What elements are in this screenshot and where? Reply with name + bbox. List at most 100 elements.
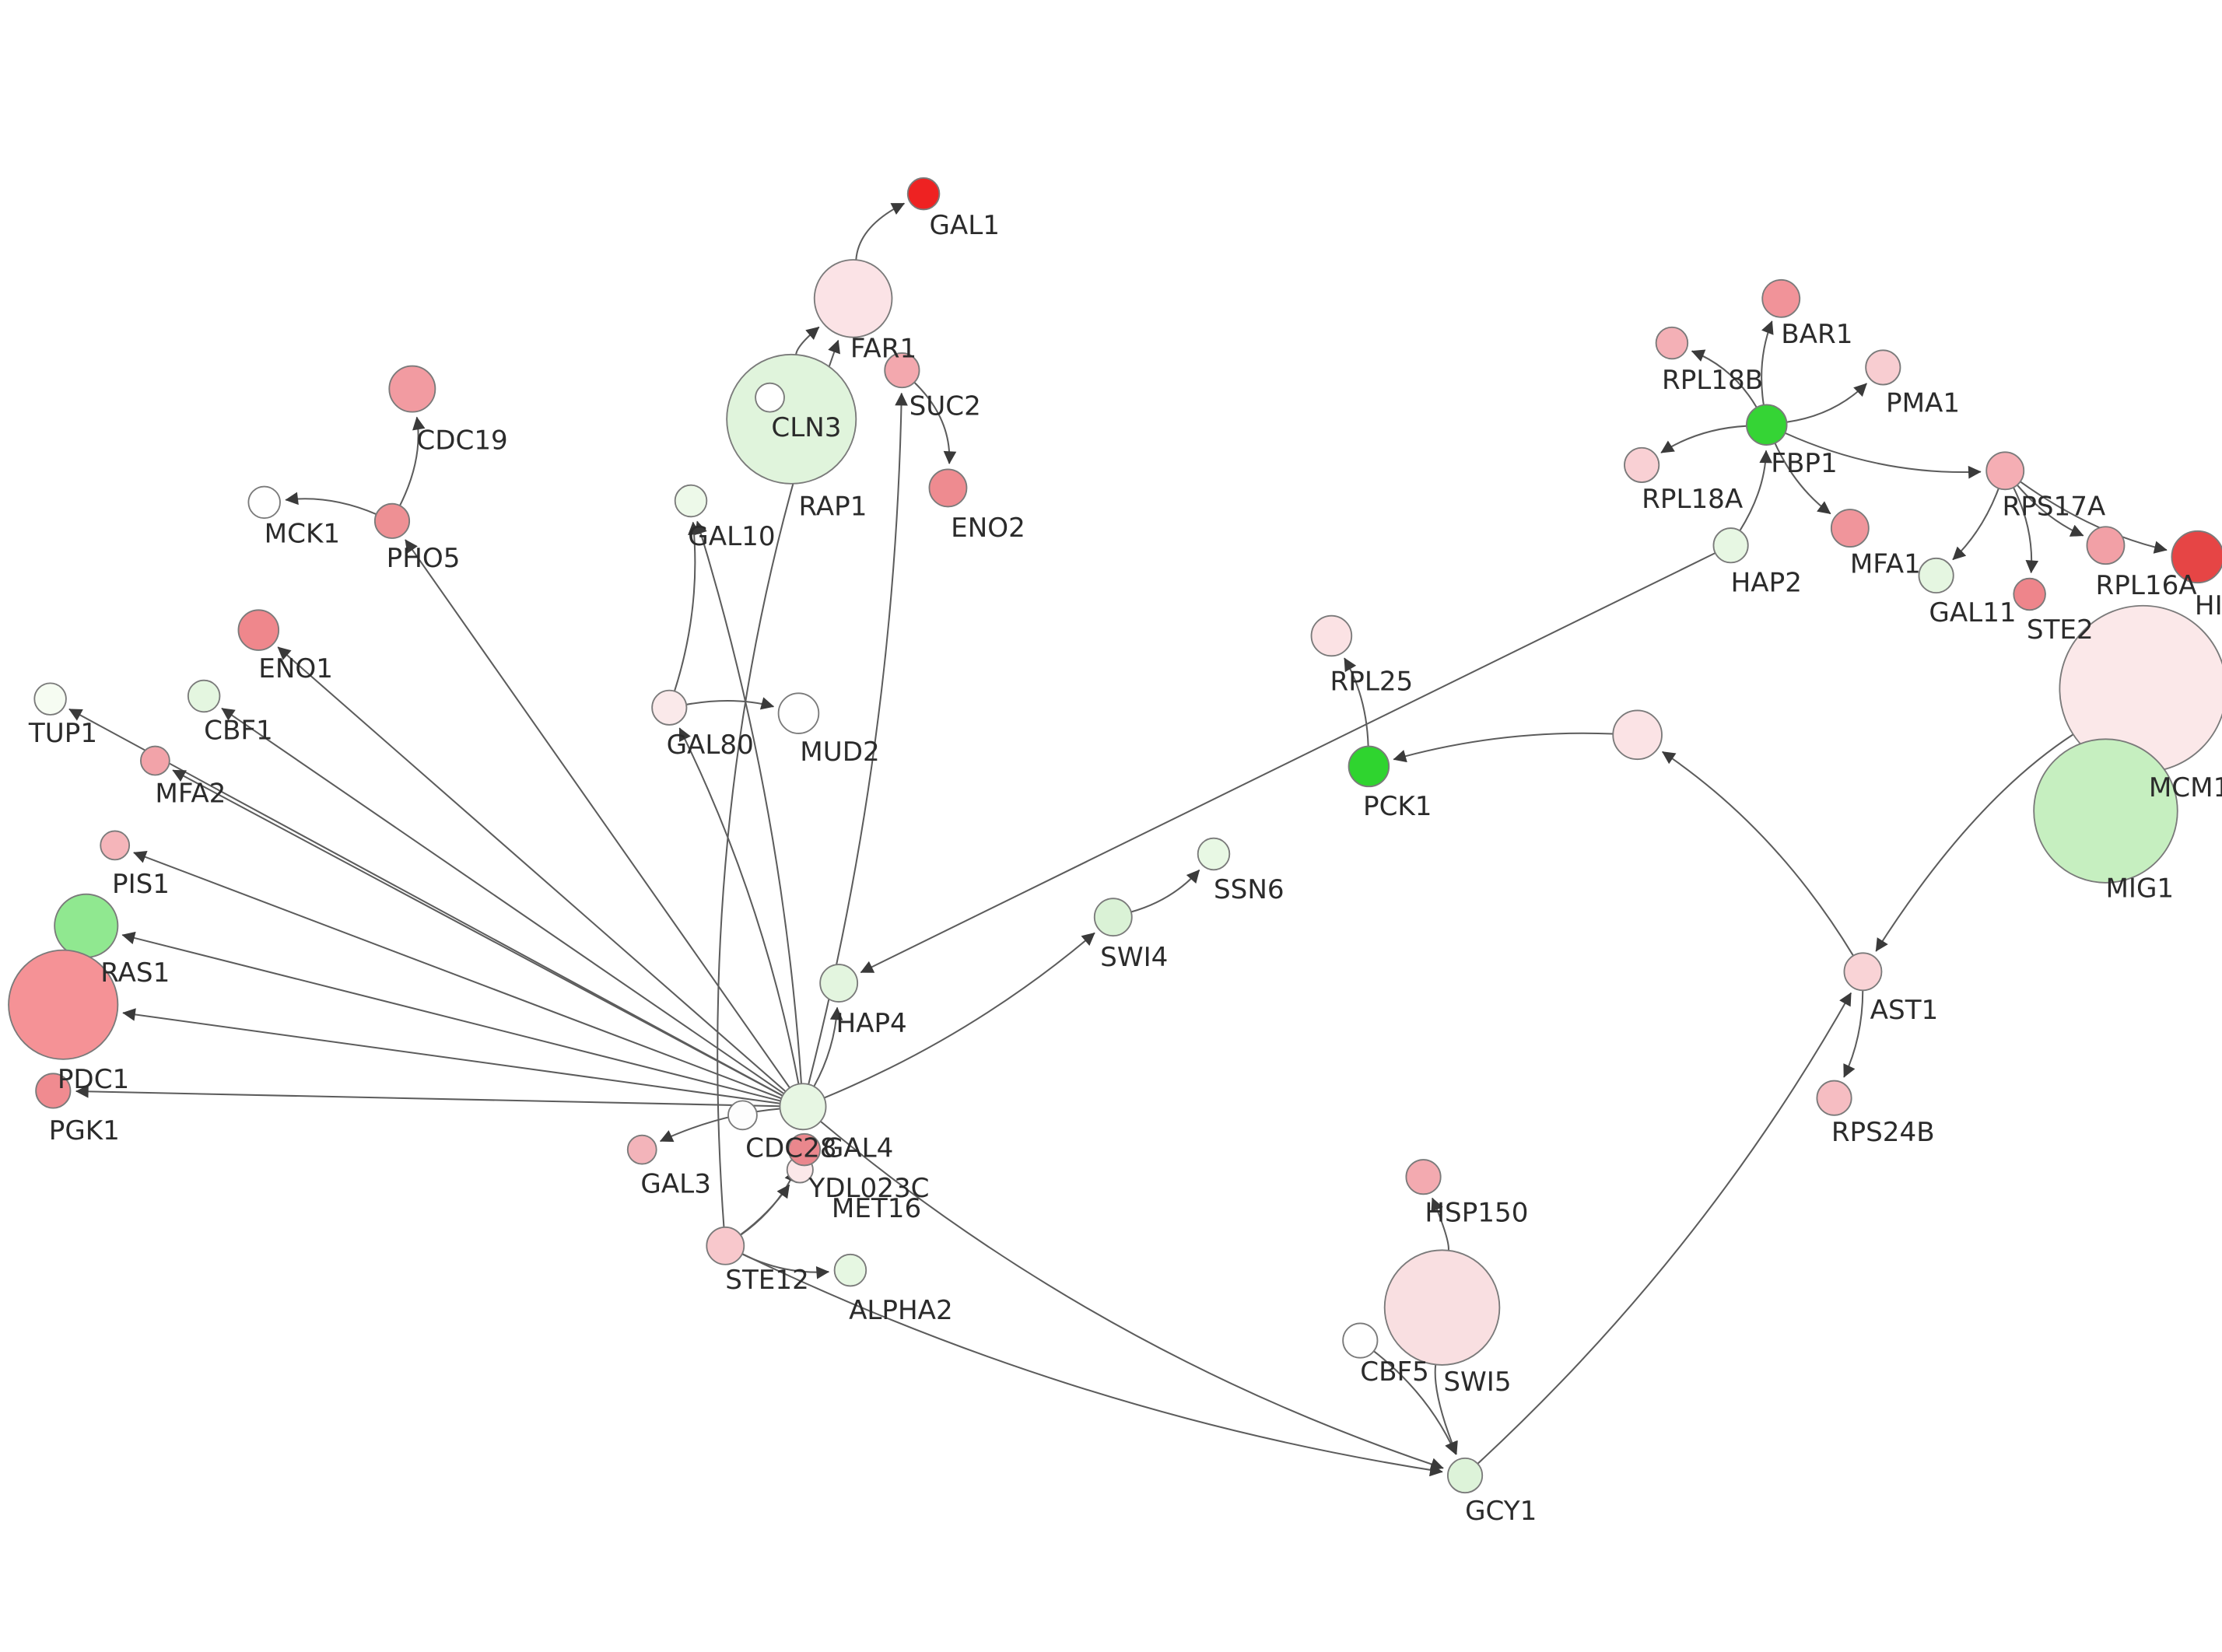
edge-CBF5-GCY1[interactable]	[1373, 1350, 1457, 1455]
edge-GAL4-MFA2[interactable]	[172, 769, 783, 1097]
node-CDC28[interactable]	[727, 1100, 758, 1131]
edge-SWI4-SSN6[interactable]	[1130, 869, 1200, 913]
node-GCY1[interactable]	[1447, 1457, 1484, 1494]
node-PDC1[interactable]	[8, 949, 119, 1060]
node-MIG1[interactable]	[2033, 738, 2178, 884]
edge-RPS17A-STE2[interactable]	[2013, 487, 2039, 574]
node-N1[interactable]	[1612, 709, 1663, 761]
node-RAS1[interactable]	[54, 893, 119, 958]
node-GAL11[interactable]	[1918, 557, 1954, 594]
node-GAL4[interactable]	[779, 1083, 827, 1131]
edge-PCK1-RPL25[interactable]	[1344, 657, 1369, 747]
node-YDL023C[interactable]	[787, 1132, 822, 1167]
edge-FBP1-BAR1[interactable]	[1761, 320, 1774, 405]
edge-CLN3-FAR1[interactable]	[795, 326, 820, 355]
edge-GAL4-PGK1[interactable]	[75, 1085, 780, 1108]
node-RPL18A[interactable]	[1624, 446, 1660, 483]
node-RAP1[interactable]	[755, 382, 785, 413]
node-PHO5[interactable]	[373, 502, 411, 539]
node-GAL10[interactable]	[674, 484, 708, 518]
node-PGK1[interactable]	[35, 1073, 72, 1109]
node-RPL16A[interactable]	[2086, 526, 2126, 565]
edge-HAP2-FBP1[interactable]	[1739, 450, 1772, 531]
edge-STE12-GCY1[interactable]	[741, 1253, 1443, 1477]
node-HAP4[interactable]	[819, 964, 859, 1003]
node-PMA1[interactable]	[1865, 349, 1901, 386]
edge-GAL4-HAP4[interactable]	[813, 1006, 843, 1087]
node-RPS17A[interactable]	[1985, 451, 2025, 491]
edge-GAL4-GAL10[interactable]	[694, 520, 802, 1084]
node-TUP1[interactable]	[33, 682, 67, 716]
node-ENO1[interactable]	[237, 609, 280, 651]
edge-GAL4-GAL80[interactable]	[678, 727, 800, 1084]
edge-SWI5-HSP150[interactable]	[1431, 1197, 1449, 1251]
edge-AST1-N1[interactable]	[1662, 751, 1854, 957]
edge-SUC2-ENO2[interactable]	[913, 381, 957, 464]
edge-GAL4-ENO1[interactable]	[277, 646, 787, 1093]
edge-GAL4-SWI4[interactable]	[823, 932, 1095, 1099]
edge-FBP1-RPS17A[interactable]	[1784, 432, 1982, 479]
edge-FBP1-PMA1[interactable]	[1786, 383, 1867, 423]
node-GAL3[interactable]	[626, 1134, 657, 1165]
edge-GAL4-GCY1[interactable]	[820, 1120, 1444, 1471]
node-MCK1[interactable]	[247, 485, 281, 520]
node-MUD2[interactable]	[777, 692, 820, 734]
edge-FBP1-RPL18B[interactable]	[1691, 349, 1758, 408]
node-CDC19[interactable]	[388, 365, 436, 413]
edge-GAL4-CBF1[interactable]	[221, 707, 785, 1094]
node-SSN6[interactable]	[1197, 837, 1231, 871]
node-RPL18B[interactable]	[1655, 326, 1689, 360]
node-SWI4[interactable]	[1093, 898, 1133, 937]
node-SWI5[interactable]	[1383, 1249, 1501, 1366]
edge-RPS17A-HIS4[interactable]	[2020, 481, 2168, 554]
edge-PHO5-MCK1[interactable]	[285, 492, 377, 516]
node-RPL25[interactable]	[1310, 614, 1353, 657]
node-PIS1[interactable]	[100, 830, 131, 861]
edge-HAP2-HAP4[interactable]	[860, 552, 1716, 974]
edge-STE12-MET16[interactable]	[740, 1184, 790, 1236]
edge-PHO5-CDC19[interactable]	[399, 416, 426, 506]
node-CBF1[interactable]	[187, 679, 221, 713]
node-STE12[interactable]	[706, 1226, 745, 1265]
node-ALPHA2[interactable]	[833, 1253, 867, 1287]
edge-GAL4-RAS1[interactable]	[121, 931, 781, 1102]
edge-GAL4-GAL3[interactable]	[659, 1108, 780, 1143]
edge-RPS17A-RPL16A[interactable]	[2016, 484, 2084, 537]
edge-GAL4-PIS1[interactable]	[133, 850, 782, 1100]
edge-GAL80-MUD2[interactable]	[685, 697, 775, 710]
edge-MCM1-AST1[interactable]	[1875, 733, 2074, 952]
edge-FBP1-RPL18A[interactable]	[1660, 425, 1747, 453]
node-HAP2[interactable]	[1712, 527, 1749, 564]
node-CLN3[interactable]	[726, 353, 857, 485]
edge-FBP1-MFA1[interactable]	[1774, 443, 1831, 515]
edge-GAL4-TUP1[interactable]	[68, 708, 783, 1097]
node-MFA1[interactable]	[1830, 509, 1870, 548]
node-MFA2[interactable]	[140, 745, 170, 776]
node-FAR1[interactable]	[813, 259, 893, 338]
edge-GCY1-AST1[interactable]	[1477, 992, 1852, 1465]
edge-STE12-YDL023C[interactable]	[740, 1168, 797, 1236]
node-RPS24B[interactable]	[1816, 1080, 1852, 1116]
edge-FAR1-GAL1[interactable]	[855, 202, 906, 261]
edge-GAL4-PHO5[interactable]	[405, 539, 790, 1089]
node-CBF5[interactable]	[1342, 1322, 1379, 1359]
node-PCK1[interactable]	[1348, 745, 1390, 788]
node-ENO2[interactable]	[928, 468, 968, 508]
node-GAL1[interactable]	[906, 177, 941, 211]
node-BAR1[interactable]	[1761, 278, 1801, 318]
node-SUC2[interactable]	[884, 352, 920, 389]
node-HIS4[interactable]	[2171, 530, 2222, 584]
edge-GAL80-GAL10[interactable]	[673, 521, 701, 692]
edge-GAL4-PDC1[interactable]	[122, 1008, 780, 1104]
node-HSP150[interactable]	[1405, 1159, 1442, 1195]
node-STE2[interactable]	[2013, 577, 2046, 611]
node-AST1[interactable]	[1843, 952, 1883, 992]
edge-AST1-RPS24B[interactable]	[1843, 990, 1864, 1078]
node-label-PHO5: PHO5	[387, 543, 461, 574]
edge-N1-PCK1[interactable]	[1393, 732, 1614, 763]
node-FBP1[interactable]	[1746, 404, 1788, 446]
node-GAL80[interactable]	[651, 689, 688, 726]
edge-RPS17A-GAL11[interactable]	[1952, 488, 1999, 561]
